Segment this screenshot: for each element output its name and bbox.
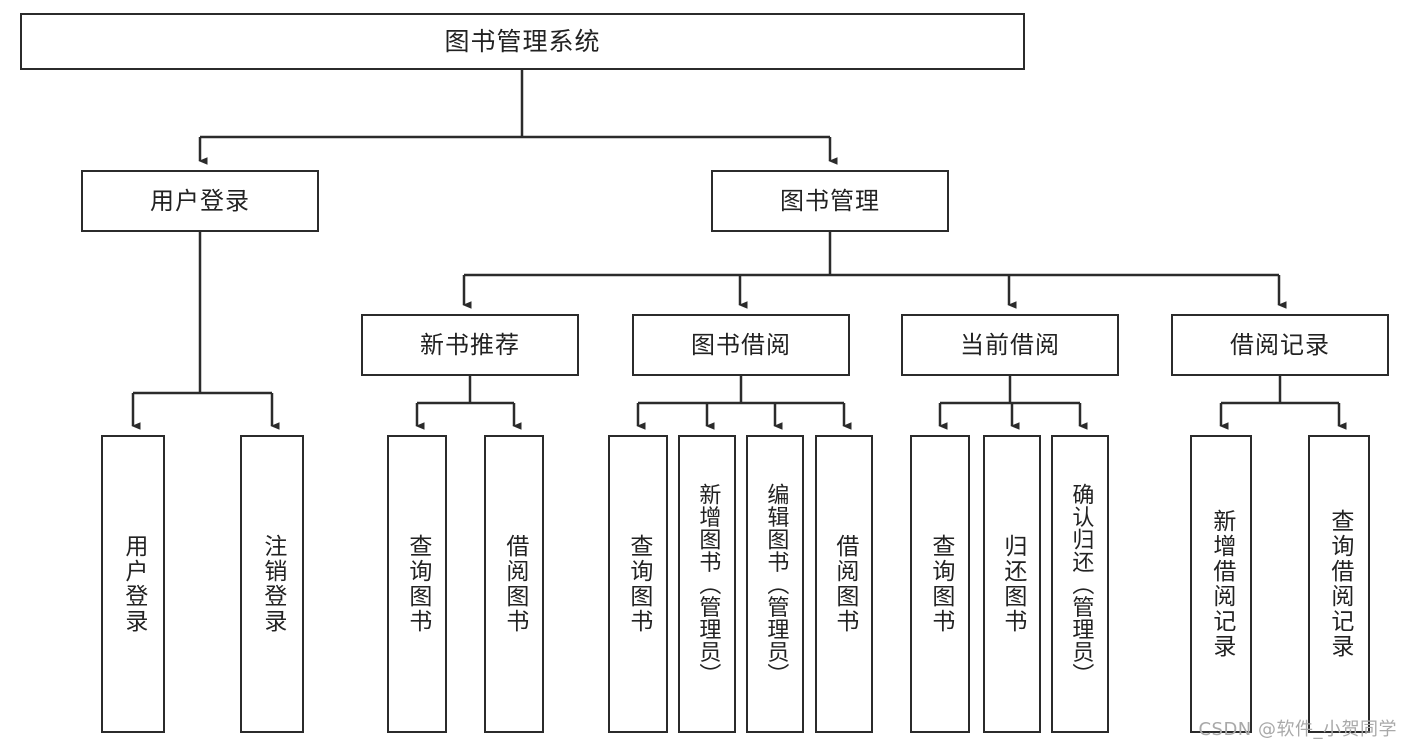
node-label: 图书管理	[780, 186, 880, 215]
leaf-add-borrow-record[interactable]: 新增借阅记录	[1190, 435, 1252, 733]
leaf-return-book[interactable]: 归还图书	[983, 435, 1041, 733]
node-label-vertical: 新增借阅记录	[1208, 509, 1235, 659]
leaf-query-book-3[interactable]: 查询图书	[910, 435, 970, 733]
node-label: 借阅记录	[1230, 330, 1330, 359]
leaf-query-borrow-record[interactable]: 查询借阅记录	[1308, 435, 1370, 733]
node-label-vertical: 用户登录	[120, 534, 147, 634]
node-label-vertical: 查询图书	[625, 534, 652, 634]
level3-node-borrow-record[interactable]: 借阅记录	[1171, 314, 1389, 376]
node-label-vertical: 借阅图书	[501, 534, 528, 634]
node-label-vertical: 确认归还（管理员）	[1068, 482, 1094, 686]
level2-node-user-login[interactable]: 用户登录	[81, 170, 319, 232]
leaf-user-login[interactable]: 用户登录	[101, 435, 165, 733]
leaf-edit-book-admin[interactable]: 编辑图书（管理员）	[746, 435, 804, 733]
node-label: 图书管理系统	[444, 26, 601, 56]
leaf-borrow-book-2[interactable]: 借阅图书	[815, 435, 873, 733]
level2-node-book-management[interactable]: 图书管理	[711, 170, 949, 232]
leaf-add-book-admin[interactable]: 新增图书（管理员）	[678, 435, 736, 733]
level3-node-current-borrow[interactable]: 当前借阅	[901, 314, 1119, 376]
leaf-query-book-1[interactable]: 查询图书	[387, 435, 447, 733]
watermark-label: CSDN @软件_小贺同学	[1198, 719, 1397, 740]
node-label-vertical: 新增图书（管理员）	[695, 482, 721, 686]
root-node-book-management-system[interactable]: 图书管理系统	[20, 13, 1025, 70]
node-label-vertical: 查询图书	[927, 534, 954, 634]
node-label-vertical: 借阅图书	[831, 534, 858, 634]
node-label: 用户登录	[150, 186, 250, 215]
node-label-vertical: 注销登录	[259, 534, 286, 634]
node-label: 新书推荐	[420, 330, 520, 359]
leaf-query-book-2[interactable]: 查询图书	[608, 435, 668, 733]
node-label-vertical: 归还图书	[999, 534, 1026, 634]
leaf-logout-login[interactable]: 注销登录	[240, 435, 304, 733]
level3-node-new-book-recommend[interactable]: 新书推荐	[361, 314, 579, 376]
node-label: 图书借阅	[691, 330, 791, 359]
node-label: 当前借阅	[960, 330, 1060, 359]
node-label-vertical: 查询图书	[404, 534, 431, 634]
level3-node-book-borrow[interactable]: 图书借阅	[632, 314, 850, 376]
node-label-vertical: 编辑图书（管理员）	[763, 482, 789, 686]
leaf-borrow-book-1[interactable]: 借阅图书	[484, 435, 544, 733]
node-label-vertical: 查询借阅记录	[1326, 509, 1353, 659]
leaf-confirm-return-admin[interactable]: 确认归还（管理员）	[1051, 435, 1109, 733]
